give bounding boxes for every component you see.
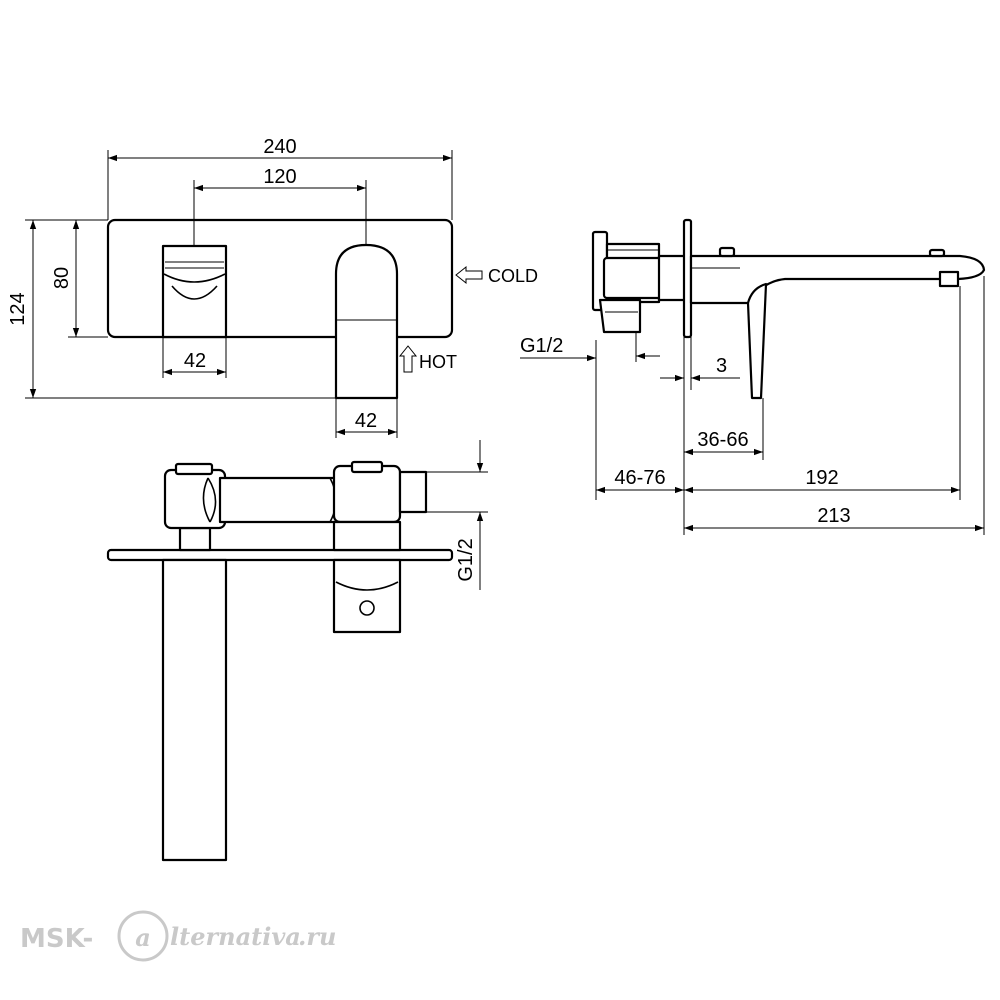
watermark-tld: .ru: [298, 922, 336, 951]
arrow-left-icon: [455, 265, 483, 285]
cold-indicator: COLD: [455, 265, 538, 286]
watermark: MSK- a lternativa .ru: [20, 910, 336, 962]
front-handle: [161, 244, 228, 339]
front-view: 240 120 124 80 42 42 COLD HOT: [7, 136, 538, 438]
front-wall-plate: [106, 218, 454, 339]
dim-total-projection: 213: [817, 505, 850, 527]
dim-cover-depth: 36-66: [697, 429, 748, 451]
dim-spout-width: 42: [355, 410, 377, 432]
front-spout: [334, 243, 399, 400]
dim-spout-projection: 192: [805, 467, 838, 489]
top-connecting-pipe: [202, 476, 342, 524]
watermark-brand: MSK-: [20, 924, 93, 954]
side-dim-thread: G1/2: [520, 335, 563, 357]
dim-plate-gap: 3: [716, 355, 727, 377]
side-view: G1/2 3 36-66 46-76 192 213: [520, 218, 986, 535]
top-view: G1/2: [106, 440, 488, 862]
arrow-up-icon: [398, 345, 418, 373]
top-left-valve: [163, 462, 227, 552]
dim-overall-height: 124: [7, 292, 29, 325]
label-hot: HOT: [419, 352, 457, 372]
side-mixer-body: [591, 230, 687, 334]
top-spout: [161, 558, 228, 862]
dim-handle-width: 42: [184, 350, 206, 372]
top-wall-plate: [106, 548, 454, 562]
side-spout: [689, 246, 986, 400]
svg-text:a: a: [135, 923, 151, 952]
hot-indicator: HOT: [398, 345, 457, 373]
top-mixer-hole: [359, 600, 375, 616]
dim-wall-depth: 46-76: [614, 467, 665, 489]
label-cold: COLD: [488, 266, 538, 286]
dim-plate-height: 80: [51, 267, 73, 289]
watermark-brand-rest: lternativa: [170, 922, 301, 951]
dim-center-distance: 120: [263, 166, 296, 188]
dim-overall-width: 240: [263, 136, 296, 158]
top-dim-thread: G1/2: [455, 538, 477, 581]
at-logo-icon: a: [117, 910, 169, 962]
top-mixer-body: [332, 460, 428, 634]
